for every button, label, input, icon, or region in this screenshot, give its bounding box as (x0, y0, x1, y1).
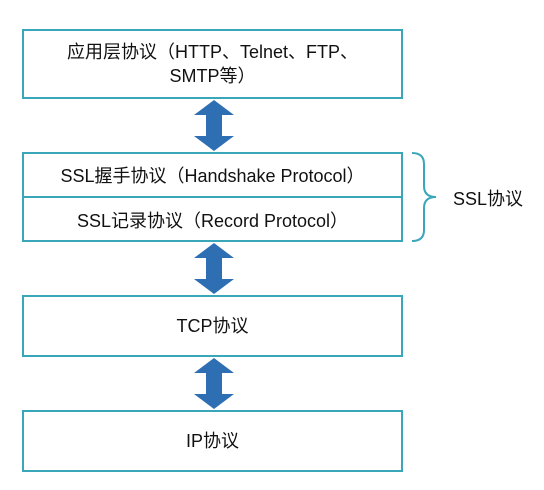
double-arrow-icon (194, 100, 234, 151)
ssl-handshake-label: SSL握手协议（Handshake Protocol） (60, 166, 365, 186)
double-arrow-icon (194, 243, 234, 294)
ssl-record-layer: SSL记录协议（Record Protocol） (24, 198, 401, 242)
tcp-layer-box: TCP协议 (22, 295, 403, 357)
ssl-protocol-label: SSL协议 (453, 189, 524, 209)
application-layer-box: 应用层协议（HTTP、Telnet、FTP、SMTP等） (22, 29, 403, 99)
tcp-layer-label: TCP协议 (176, 315, 249, 336)
ssl-protocol-group: SSL握手协议（Handshake Protocol） SSL记录协议（Reco… (22, 152, 403, 242)
ip-layer-box: IP协议 (22, 410, 403, 472)
ssl-handshake-layer: SSL握手协议（Handshake Protocol） (24, 154, 401, 198)
application-layer-label: 应用层协议（HTTP、Telnet、FTP、SMTP等） (66, 41, 359, 86)
ip-layer-label: IP协议 (185, 430, 239, 451)
curly-brace-icon (411, 152, 437, 242)
double-arrow-icon (194, 358, 234, 409)
ssl-record-label: SSL记录协议（Record Protocol） (76, 211, 349, 231)
